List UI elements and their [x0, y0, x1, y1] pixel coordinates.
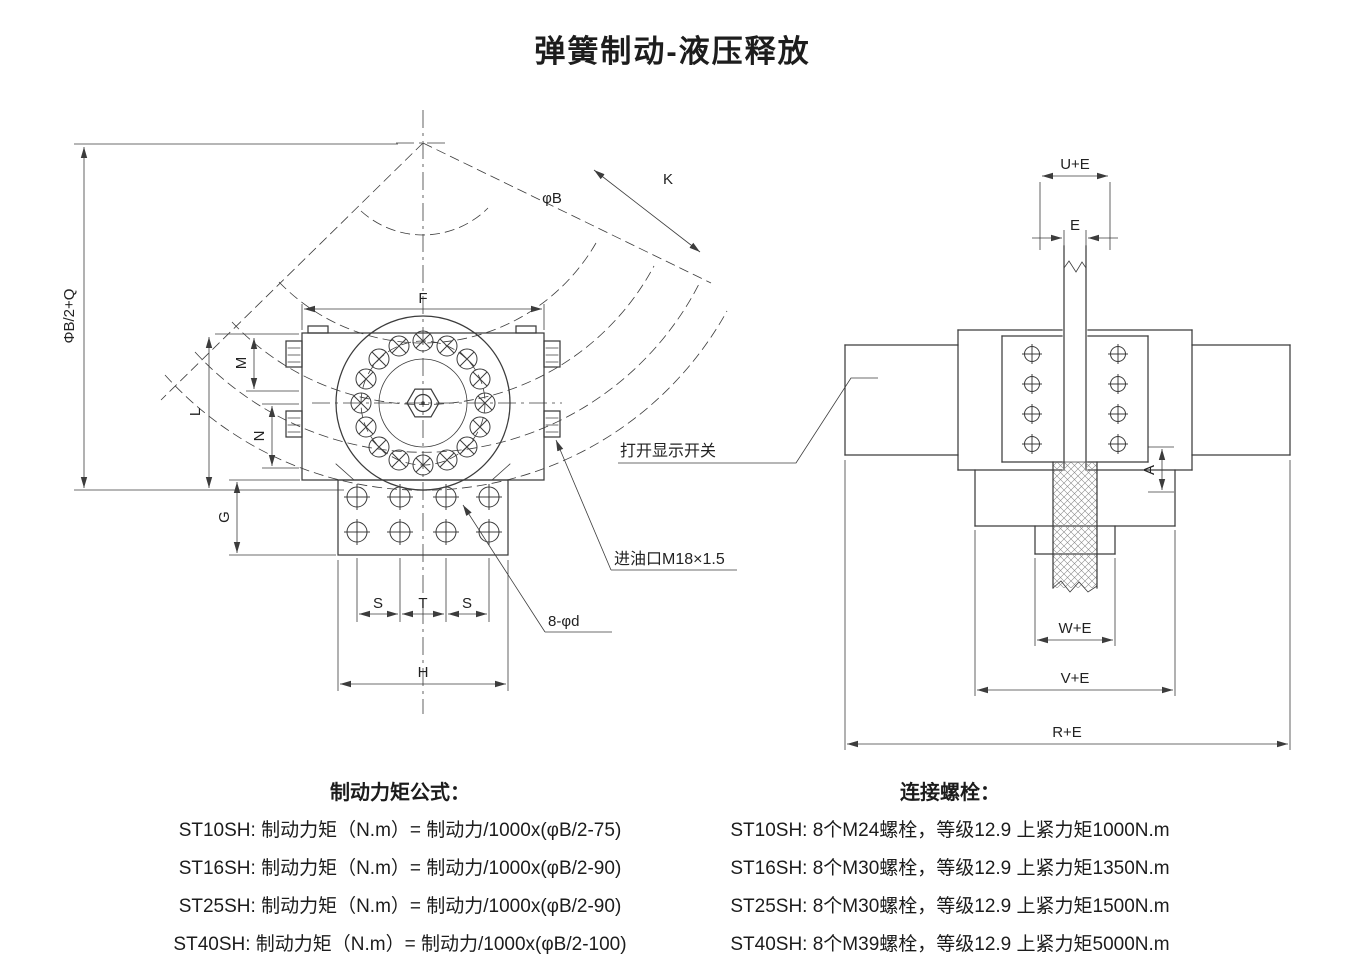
pad-bolt: [1107, 343, 1129, 365]
dim-label-re: R+E: [1052, 724, 1082, 741]
side-view: U+E E A W+E V+E R+E 打开显示开关: [618, 156, 1291, 750]
flange-hole: [432, 518, 460, 546]
pad-bolt: [1021, 373, 1043, 395]
connection-bolts-row: ST16SH: 8个M30螺栓，等级12.9 上紧力矩1350N.m: [730, 857, 1170, 879]
ring-bolt: [388, 335, 410, 357]
dim-label-m: M: [233, 357, 250, 370]
flange-hole: [343, 483, 371, 511]
connection-bolts-heading: 连接螺栓：: [900, 782, 1000, 804]
dim-label-s-right: S: [462, 595, 472, 612]
pad-bolt: [1021, 343, 1043, 365]
ring-bolt: [436, 449, 458, 471]
ring-bolt: [388, 449, 410, 471]
torque-formula-row: ST16SH: 制动力矩（N.m）= 制动力/1000x(φB/2-90): [178, 857, 622, 879]
connection-bolts-row: ST40SH: 8个M39螺栓，等级12.9 上紧力矩5000N.m: [730, 933, 1170, 955]
dim-label-a: A: [1141, 465, 1158, 475]
bolt-holes-callout: 8-φd: [462, 504, 612, 633]
dim-label-f: F: [418, 290, 427, 307]
front-view-centerlines: [312, 110, 562, 714]
ring-bolt: [355, 368, 377, 390]
dim-label-k: K: [663, 171, 673, 188]
side-pad-bolts: [1021, 343, 1129, 455]
connection-bolts-row: ST25SH: 8个M30螺栓，等级12.9 上紧力矩1500N.m: [730, 895, 1170, 917]
pad-bolt: [1107, 373, 1129, 395]
front-view: ΦB/2+Q L M N G F K φB S T S H 进油口M18×1.5…: [61, 110, 737, 714]
pad-bolt: [1021, 403, 1043, 425]
dim-label-we: W+E: [1059, 620, 1092, 637]
ring-bolt: [469, 368, 491, 390]
dim-label-l: L: [187, 408, 204, 416]
ring-bolt: [368, 436, 390, 458]
brake-disc-arcs: [160, 142, 728, 491]
torque-formula-block: 制动力矩公式： ST10SH: 制动力矩（N.m）= 制动力/1000x(φB/…: [70, 783, 730, 973]
page-title: 弹簧制动-液压释放: [534, 34, 811, 69]
side-extension-lines: [844, 182, 1291, 750]
dim-label-ue: U+E: [1060, 156, 1090, 173]
dim-label-phib: φB: [542, 190, 562, 207]
dim-label-t: T: [418, 595, 427, 612]
pad-bolt: [1021, 433, 1043, 455]
dim-label-n: N: [251, 431, 268, 442]
oil-port-label: 进油口M18×1.5: [614, 550, 725, 568]
side-screw-lines: [287, 347, 559, 433]
switch-label: 打开显示开关: [620, 442, 716, 460]
flange-hole: [432, 483, 460, 511]
torque-formula-row: ST40SH: 制动力矩（N.m）= 制动力/1000x(φB/2-100): [173, 933, 627, 955]
ring-bolt: [355, 416, 377, 438]
side-dimension-lines: [847, 172, 1288, 748]
dim-label-h: H: [418, 664, 429, 681]
flange-hole: [386, 483, 414, 511]
dim-label-s-left: S: [373, 595, 383, 612]
front-extension-lines: [74, 143, 545, 691]
mounting-flange: [337, 479, 509, 556]
ring-bolt: [436, 335, 458, 357]
dim-label-g: G: [216, 511, 233, 523]
dim-label-ve: V+E: [1061, 670, 1090, 687]
flange-hole: [475, 518, 503, 546]
torque-formula-row: ST10SH: 制动力矩（N.m）= 制动力/1000x(φB/2-75): [178, 820, 622, 841]
flange-hole: [475, 483, 503, 511]
oil-port-callout: 进油口M18×1.5: [555, 439, 737, 571]
pad-bolt: [1107, 433, 1129, 455]
disc-hub-section: [1052, 461, 1098, 593]
bolt-ring: [335, 315, 511, 491]
flange-hole: [386, 518, 414, 546]
front-dimension-lines: [80, 147, 701, 688]
dim-label-phib2q: ΦB/2+Q: [61, 289, 78, 344]
side-structure: [844, 245, 1291, 555]
switch-callout: 打开显示开关: [618, 377, 878, 464]
connection-bolts-row: ST10SH: 8个M24螺栓，等级12.9 上紧力矩1000N.m: [730, 820, 1170, 841]
ring-bolt: [456, 348, 478, 370]
dim-label-e: E: [1070, 217, 1080, 234]
torque-formula-heading: 制动力矩公式：: [330, 782, 470, 804]
connection-bolts-block: 连接螺栓： ST10SH: 8个M24螺栓，等级12.9 上紧力矩1000N.m…: [660, 783, 1240, 973]
flange-hole: [343, 518, 371, 546]
ring-bolt: [469, 416, 491, 438]
torque-formula-row: ST25SH: 制动力矩（N.m）= 制动力/1000x(φB/2-90): [178, 895, 622, 917]
pad-bolt: [1107, 403, 1129, 425]
bolt-holes-label: 8-φd: [548, 613, 579, 630]
ring-bolt: [368, 348, 390, 370]
ring-bolt: [456, 436, 478, 458]
